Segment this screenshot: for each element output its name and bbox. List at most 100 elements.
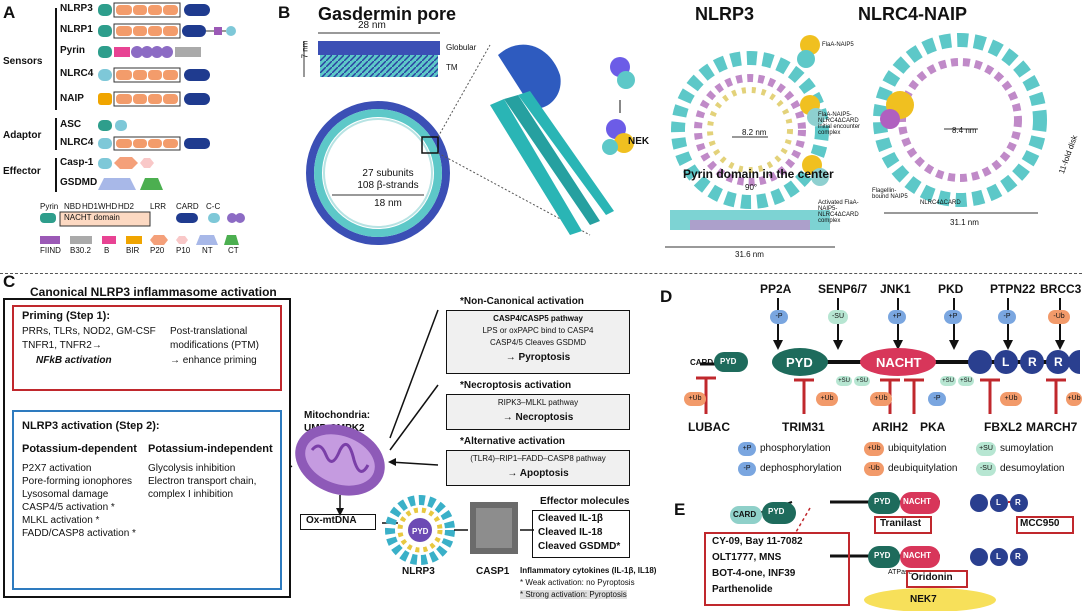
- top-0: PP2A: [760, 282, 792, 296]
- legend-mark-2: +Ub: [864, 442, 884, 456]
- group-effector: Effector: [3, 166, 41, 177]
- naip-domains: [98, 91, 210, 107]
- d-pyd-label: PYD: [786, 355, 813, 370]
- e-pyd-bottom: [868, 546, 900, 568]
- e-lrr-b0: [970, 548, 988, 566]
- e-pyd-small-label: PYD: [768, 507, 785, 516]
- indep-2: complex I inhibition: [148, 489, 234, 500]
- e-r-label: R: [1015, 498, 1021, 507]
- legend-text-0: phosphorylation: [760, 443, 831, 454]
- oxmtdna-label: Ox-mtDNA: [306, 515, 357, 526]
- protein-nlrc4: NLRC4: [60, 68, 94, 79]
- legend-ct: CT: [228, 246, 239, 255]
- gasdermin-tm: TM: [446, 63, 458, 72]
- inhibitor-list-box: [704, 532, 850, 606]
- protein-pyrin: Pyrin: [60, 45, 86, 56]
- protein-nlrc4-adaptor: NLRC4: [60, 137, 94, 148]
- dep-5: FADD/CASP8 activation *: [22, 528, 136, 539]
- bottom-1: TRIM31: [782, 420, 825, 434]
- e-lrr-0: [970, 494, 988, 512]
- legend-p10: P10: [176, 246, 191, 255]
- gasdermin-title: Gasdermin pore: [318, 4, 457, 24]
- legend-hd1: HD1: [82, 202, 99, 211]
- priming-box: [12, 305, 282, 391]
- adaptor-bracket: [55, 118, 57, 150]
- top-5: BRCC3: [1040, 282, 1082, 296]
- panel-letter-c: C: [3, 272, 16, 291]
- legend-hd2: HD2: [118, 202, 135, 211]
- alt-0: (TLR4)–RIP1–FADD–CASP8 pathway: [470, 454, 606, 463]
- e-nacht-top: [900, 492, 940, 514]
- inhibitor-2: BOT-4-one, INF39: [712, 568, 796, 579]
- nlrc4-naip-title: NLRC4-NAIP: [858, 4, 968, 24]
- alt-box: [446, 450, 630, 486]
- nlrc4-adaptor-domains: [98, 136, 210, 151]
- group-sensors: Sensors: [3, 56, 43, 67]
- su-mark-1: +SU: [854, 376, 870, 386]
- effector-box: [532, 510, 630, 558]
- top-4: PTPN22: [990, 282, 1036, 296]
- nlrc4-bottom-width: 31.1 nm: [950, 218, 979, 227]
- e-pyd-top: [868, 492, 900, 514]
- panel-letter-e: E: [674, 500, 686, 519]
- indep-0: Glycolysis inhibition: [148, 463, 236, 474]
- nlrp3-structure-title: NLRP3: [695, 4, 755, 24]
- priming-right-2: → enhance priming: [170, 355, 257, 366]
- necro-0: RIPK3–MLKL pathway: [497, 398, 579, 407]
- ptm-svg: [696, 298, 1080, 414]
- priming-left-0: PRRs, TLRs, NOD2, GM-CSF: [22, 326, 156, 337]
- nlrc4-label-3: Flagellin-bound NAIP5: [872, 188, 908, 200]
- sensors-bracket: [55, 8, 57, 110]
- priming-left-1: TNFR1, TNFR2→: [22, 340, 102, 351]
- protein-asc: ASC: [60, 119, 82, 130]
- pyrin-domains: [98, 46, 201, 58]
- mcc950-box: [1016, 516, 1074, 534]
- nlrp3-inner-diameter: 8.2 nm: [742, 128, 767, 137]
- legend-bir: BIR: [126, 246, 140, 255]
- oridonin-label: Oridonin: [911, 572, 953, 583]
- legend-card: CARD: [176, 202, 199, 211]
- bottom-4: FBXL2: [984, 420, 1023, 434]
- bottom-0: LUBAC: [688, 420, 730, 434]
- legend-lrr: LRR: [150, 202, 167, 211]
- top-mark-5: -Ub: [1048, 310, 1070, 324]
- noncanon-3: → Pyroptosis: [505, 352, 571, 363]
- nek7-label: NEK7: [910, 594, 937, 605]
- panel-letter-d: D: [660, 287, 673, 306]
- dep-3: CASP4/5 activation *: [22, 502, 115, 513]
- d-card-label: CARD: [690, 358, 714, 367]
- bottom-mark-0: +Ub: [684, 392, 706, 406]
- nlrp3-domains: [98, 2, 210, 18]
- structures-svg: [303, 32, 1047, 248]
- e-pyd-bottom-label: PYD: [874, 551, 891, 560]
- e-nacht-bottom-label: NACHT: [903, 551, 931, 560]
- pyrin-center-label: Pyrin domain in the center: [683, 167, 834, 181]
- e-l: [990, 494, 1008, 512]
- legend-cc: C-C: [206, 202, 221, 211]
- necro-box: [446, 394, 630, 430]
- legend-mark-1: -P: [738, 462, 756, 476]
- top-2: JNK1: [880, 282, 911, 296]
- gsdmd-domains: [98, 178, 163, 190]
- e-r-b: [1010, 548, 1028, 566]
- note-2: * Strong activation: Pyroptosis: [520, 590, 627, 599]
- nek-label: NEK: [628, 136, 650, 147]
- e-card-label: CARD: [733, 510, 757, 519]
- panel-letter-a: A: [3, 3, 16, 22]
- e-nacht-top-label: NACHT: [903, 497, 931, 506]
- legend-text-2: ubiquitylation: [888, 443, 947, 454]
- top-mark-4: -P: [998, 310, 1016, 324]
- canonical-box: [3, 298, 291, 598]
- e-l-label: L: [996, 498, 1001, 507]
- legend-pyrin: Pyrin: [40, 202, 59, 211]
- canonical-diagram-svg: [290, 309, 534, 565]
- effector-2: Cleaved GSDMD*: [538, 541, 621, 552]
- priming-right-0: Post-translational: [170, 326, 248, 337]
- e-pyd-small: [762, 502, 796, 524]
- priming-title: Priming (Step 1):: [22, 310, 111, 322]
- protein-casp1: Casp-1: [60, 157, 94, 168]
- panel-separator: [0, 273, 1082, 274]
- d-nacht-label: NACHT: [876, 355, 922, 370]
- e-card: [730, 506, 762, 524]
- activation-box: [12, 410, 282, 590]
